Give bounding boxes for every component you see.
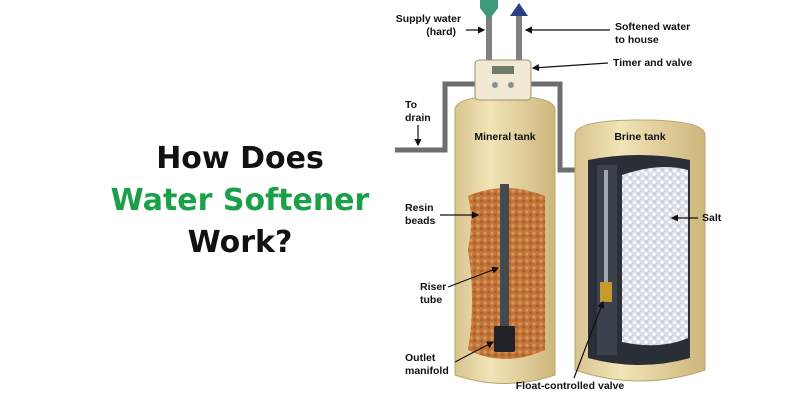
timer-display (492, 66, 514, 74)
pointer-timer-valve (531, 62, 609, 72)
supply-arrow-icon (480, 0, 498, 20)
outlet-manifold (494, 326, 515, 352)
riser-tube (500, 184, 509, 334)
pointer-outlet-manifold (454, 341, 495, 363)
drain-pipe (395, 81, 475, 153)
label-brine-tank: Brine tank (614, 131, 666, 143)
label-resin-beads: Resin beads (405, 202, 437, 227)
valve-knob-left (492, 82, 498, 88)
salt-bed (622, 166, 688, 346)
pointer-riser-tube (447, 266, 500, 288)
softened-pipe (516, 14, 522, 66)
headline: How Does Water Softener Work? (80, 138, 400, 264)
headline-line-2: Water Softener (110, 183, 370, 218)
supply-pipe (486, 14, 492, 66)
valve-knob-right (508, 82, 514, 88)
softened-arrow-icon (510, 3, 528, 16)
label-outlet-manifold: Outlet manifold (405, 352, 449, 377)
pointer-float-valve (573, 300, 605, 379)
float-rod (604, 170, 608, 300)
label-salt: Salt (702, 212, 722, 224)
label-timer-valve: Timer and valve (613, 57, 692, 69)
headline-line-1: How Does (156, 141, 324, 176)
label-supply-water: Supply water (hard) (396, 13, 464, 38)
headline-line-3: Work? (187, 225, 293, 260)
timer-valve-unit (474, 59, 532, 101)
label-riser-tube: Riser tube (420, 281, 449, 306)
float (600, 282, 612, 302)
label-float-valve: Float-controlled valve (516, 380, 625, 392)
label-mineral-tank: Mineral tank (474, 131, 535, 143)
label-to-drain: To drain (405, 99, 431, 124)
label-softened-water: Softened water to house (615, 21, 693, 46)
